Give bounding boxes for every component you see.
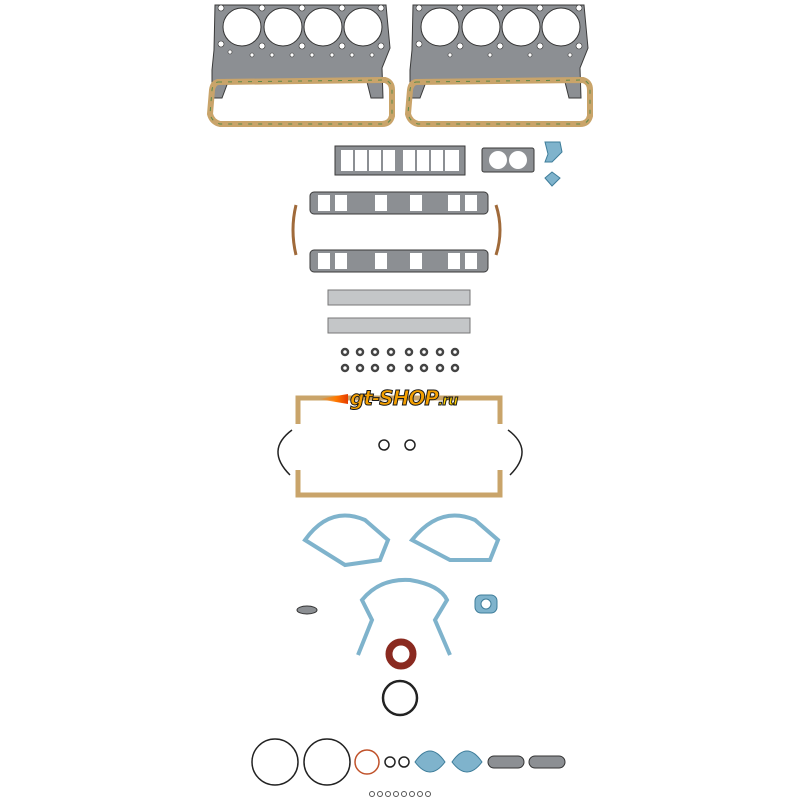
oil-pan-gasket [295,395,503,498]
head-gasket-left [211,4,391,99]
intake-manifold-gasket [309,191,489,273]
head-gasket-right [409,4,589,99]
flame-icon [318,394,348,404]
egr-gasket [544,141,563,187]
o-ring-large [381,679,419,717]
watermark-text: gt-SHOP.ru [350,385,459,410]
rear-main-seal [277,429,523,476]
exhaust-manifold-gasket [327,289,471,334]
small-orings-row [369,791,431,797]
timing-cover-gasket [356,577,452,656]
intake-end-seal [291,204,502,256]
fuel-pump-gasket [474,594,498,614]
throttle-body-gasket [481,147,535,173]
intake-plenum-gasket [334,145,466,176]
valve-cover-gasket-left [206,76,395,127]
egr-tube-gasket [487,755,566,769]
valve-cover-gasket-right [404,76,593,127]
watermark: gt-SHOP.ru [318,385,518,410]
valve-stem-seals [340,347,460,373]
water-pump-gasket [302,513,501,568]
thermostat-gasket [414,750,483,773]
bottom-o-rings [251,738,410,786]
crank-seal [385,638,417,670]
small-gasket [296,605,318,615]
